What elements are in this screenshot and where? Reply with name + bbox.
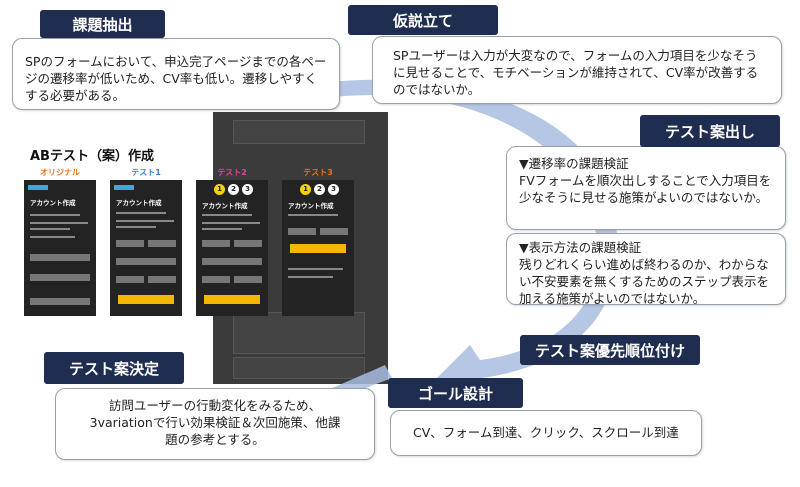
step-label-text: ゴール設計	[417, 384, 493, 403]
step-label-text: テスト案出し	[664, 122, 755, 141]
step-label-text: テスト案優先順位付け	[534, 341, 685, 360]
kettei-box: 訪問ユーザーの行動変化をみるため、3variationで行い効果検証＆次回施策、…	[55, 388, 375, 460]
kadai-box: SPのフォームにおいて、申込完了ページまでの各ページの遷移率が低いため、CV率も…	[12, 38, 340, 110]
kasetsu-box: SPユーザーは入力が大変なので、フォームの入力項目を少なそうに見せることで、モチ…	[372, 36, 782, 104]
screen-title: アカウント作成	[116, 199, 162, 207]
step-indicator: 1	[300, 184, 311, 195]
variant-label: テスト3	[303, 168, 333, 177]
screen-title: アカウント作成	[30, 199, 76, 207]
kasetsu-text: SPユーザーは入力が大変なので、フォームの入力項目を少なそうに見せることで、モチ…	[393, 48, 759, 97]
step-label-yusen: テスト案優先順位付け	[520, 335, 700, 365]
step-label-kettei: テスト案決定	[44, 352, 184, 384]
step-indicator: 1	[214, 184, 225, 195]
mockup-test3: 1 2 3 アカウント作成	[282, 180, 354, 316]
step-label-testan: テスト案出し	[640, 115, 780, 147]
ab-test-title: ABテスト（案）作成	[30, 149, 154, 164]
mockup-original: アカウント作成	[24, 180, 96, 316]
goal-text: CV、フォーム到達、クリック、スクロール到達	[413, 425, 679, 440]
testan-box-1: ▼遷移率の課題検証 FVフォームを順次出しすることで入力項目を少なそうに見せる施…	[506, 146, 786, 230]
variant-label: オリジナル	[40, 168, 80, 177]
mockup-test2: 1 2 3 アカウント作成	[196, 180, 268, 316]
step-indicator: 3	[242, 184, 253, 195]
step-label-text: 課題抽出	[72, 15, 133, 34]
step-indicator: 2	[314, 184, 325, 195]
badge-icon	[28, 185, 48, 190]
testan-text: FVフォームを順次出しすることで入力項目を少なそうに見せる施策がよいのではないか…	[519, 173, 772, 205]
step-label-text: テスト案決定	[68, 359, 159, 378]
kadai-text: SPのフォームにおいて、申込完了ページまでの各ページの遷移率が低いため、CV率も…	[25, 54, 327, 103]
variant-label: テスト1	[131, 168, 161, 177]
testan-heading: ▼遷移率の課題検証	[519, 156, 629, 171]
step-label-text: 仮説立て	[392, 11, 453, 30]
testan-box-2: ▼表示方法の課題検証 残りどれくらい進めば終わるのか、わからない不安要素を無くす…	[506, 233, 786, 306]
screen-title: アカウント作成	[202, 202, 248, 210]
mockup-test1: アカウント作成	[110, 180, 182, 316]
testan-heading: ▼表示方法の課題検証	[519, 240, 642, 255]
screen-title: アカウント作成	[288, 202, 334, 210]
kettei-text: 訪問ユーザーの行動変化をみるため、3variationで行い効果検証＆次回施策、…	[89, 398, 341, 447]
goal-box: CV、フォーム到達、クリック、スクロール到達	[390, 410, 702, 456]
testan-text: 残りどれくらい進めば終わるのか、わからない不安要素を無くするためのステップ表示を…	[519, 257, 770, 306]
step-indicator: 3	[328, 184, 339, 195]
badge-icon	[114, 185, 134, 190]
step-label-kasetsu: 仮説立て	[348, 5, 498, 35]
variant-label: テスト2	[217, 168, 247, 177]
step-label-kadai: 課題抽出	[40, 10, 165, 38]
step-indicator: 2	[228, 184, 239, 195]
step-label-goal: ゴール設計	[388, 378, 523, 408]
